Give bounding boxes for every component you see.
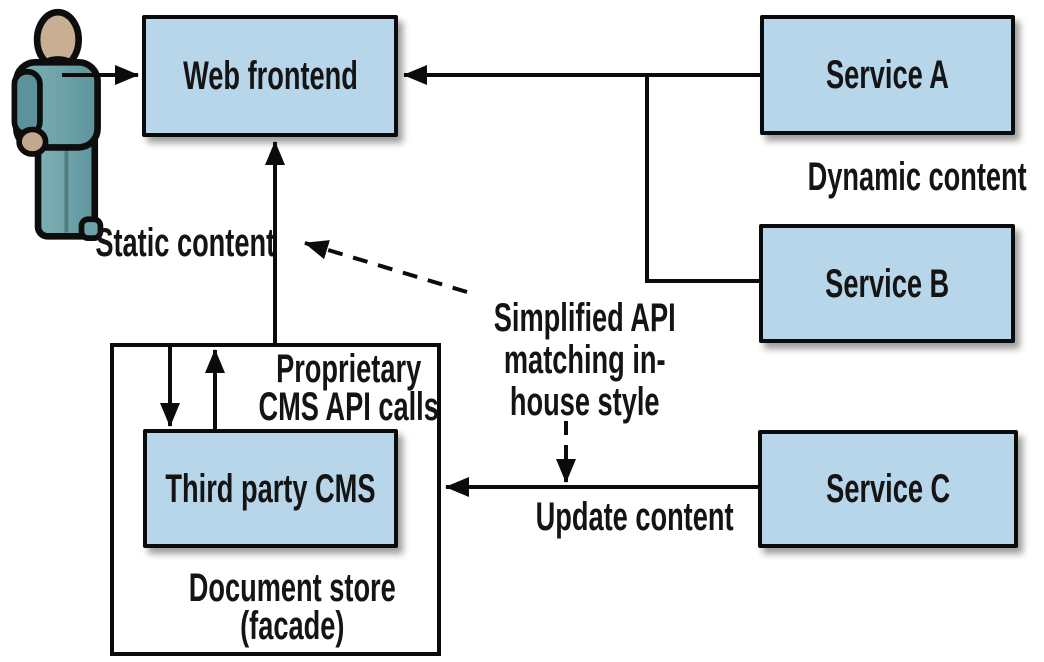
connector-branch-to-service-b <box>645 75 759 283</box>
label-simplified-api: Simplified API matching in- house style <box>493 296 676 424</box>
node-web-frontend-label: Web frontend <box>182 54 358 98</box>
label-document-store: Document store (facade) <box>188 566 396 648</box>
node-service-b: Service B <box>759 224 1015 343</box>
node-third-party-cms-label: Third party CMS <box>165 466 376 511</box>
label-static-content: Static content <box>95 221 276 265</box>
person-icon <box>11 8 104 241</box>
label-proprietary-cms-api: Proprietary CMS API calls <box>258 347 439 429</box>
label-dynamic-content: Dynamic content <box>807 155 1027 199</box>
node-third-party-cms: Third party CMS <box>143 429 398 548</box>
node-service-b-label: Service B <box>825 261 949 306</box>
label-update-content: Update content <box>535 495 734 539</box>
node-service-c: Service C <box>758 430 1018 548</box>
node-service-c-label: Service C <box>826 467 950 511</box>
node-service-a: Service A <box>760 15 1015 135</box>
node-web-frontend: Web frontend <box>142 15 398 137</box>
dashed-arrow-simplified-api-to-static <box>304 240 468 294</box>
node-service-a-label: Service A <box>826 53 949 97</box>
